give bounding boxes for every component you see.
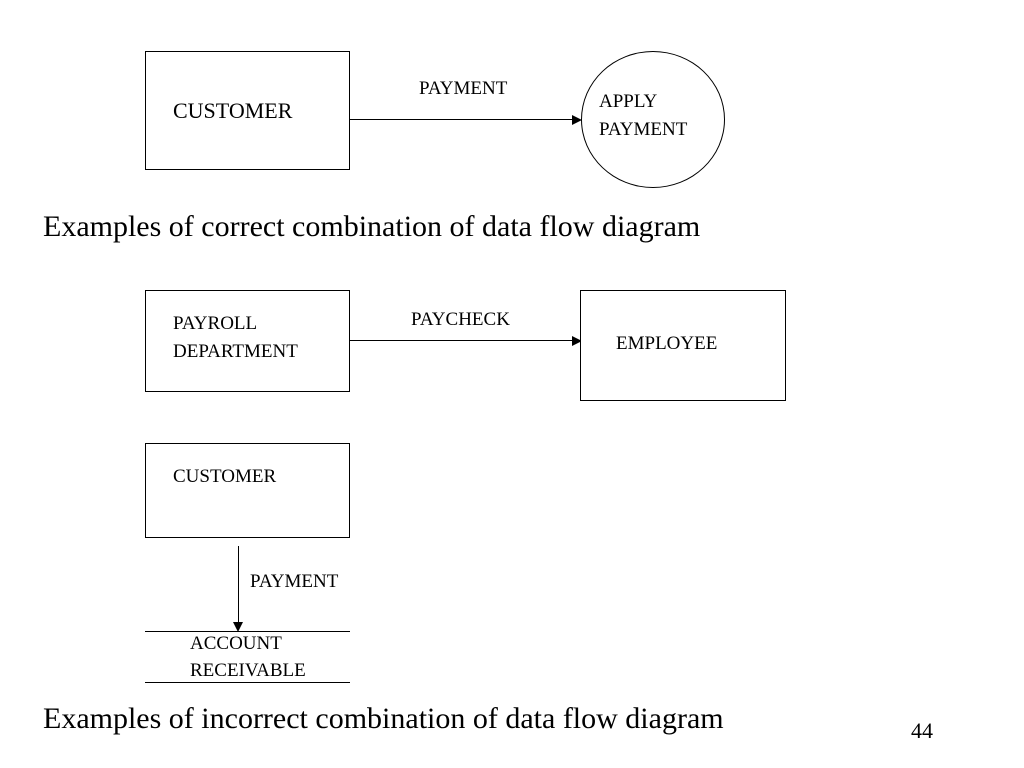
payroll-department-label-2: DEPARTMENT (173, 341, 298, 362)
payment-flow-arrowhead (572, 115, 582, 125)
page-number: 44 (911, 718, 933, 743)
customer-entity-box-2 (145, 443, 350, 538)
incorrect-caption: Examples of incorrect combination of dat… (43, 702, 724, 735)
paycheck-flow-line (350, 340, 572, 341)
payment-flow-label-2: PAYMENT (250, 571, 339, 592)
employee-entity-label: EMPLOYEE (616, 333, 718, 354)
apply-payment-process-label-2: PAYMENT (599, 119, 688, 140)
payment-flow-line (350, 119, 572, 120)
apply-payment-process-label-1: APPLY (599, 91, 658, 112)
payroll-department-entity-box (145, 290, 350, 392)
payment-flow-label: PAYMENT (419, 78, 508, 99)
payroll-department-label-1: PAYROLL (173, 313, 258, 334)
customer-entity-label-2: CUSTOMER (173, 466, 277, 487)
data-store-top-line (145, 631, 350, 632)
paycheck-flow-arrowhead (572, 336, 582, 346)
employee-entity-box (580, 290, 786, 401)
account-receivable-label-2: RECEIVABLE (190, 660, 306, 681)
account-receivable-label-1: ACCOUNT (190, 633, 282, 654)
customer-entity-label: CUSTOMER (173, 98, 293, 123)
apply-payment-process-circle (581, 51, 725, 188)
customer-entity-box (145, 51, 350, 170)
payment-flow-arrowhead-2 (233, 622, 243, 632)
paycheck-flow-label: PAYCHECK (411, 309, 510, 330)
payment-flow-line-2 (238, 546, 239, 624)
correct-caption: Examples of correct combination of data … (43, 210, 701, 243)
data-store-bottom-line (145, 682, 350, 683)
